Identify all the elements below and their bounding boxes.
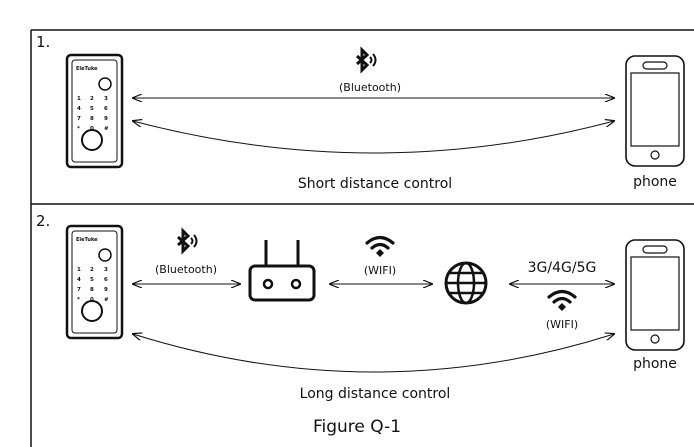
phone-icon (625, 239, 685, 351)
wifi-label: (WIFI) (546, 318, 578, 331)
router-icon (248, 240, 316, 302)
lock-device-icon: EleTuke (65, 224, 124, 340)
wifi-icon (365, 235, 395, 259)
cellular-label: 3G/4G/5G (528, 260, 597, 276)
bluetooth-label: (Bluetooth) (339, 81, 401, 94)
section-2-number: 2. (36, 212, 50, 230)
section-1-caption: Short distance control (298, 176, 452, 192)
control-curve-arrow (133, 334, 614, 373)
section-1-number: 1. (36, 33, 50, 51)
section-2-caption: Long distance control (300, 386, 451, 402)
section-1: 1. EleTuke (Bluetooth) phone Short dista… (36, 33, 685, 192)
bluetooth-icon (355, 48, 377, 72)
globe-icon (444, 261, 488, 305)
wifi-icon (547, 289, 577, 313)
lock-device-icon: EleTuke (65, 53, 124, 169)
wifi-label: (WIFI) (364, 264, 396, 277)
figure-caption: Figure Q-1 (313, 417, 401, 437)
lock-brand-label: EleTuke (76, 237, 98, 243)
control-curve-arrow (133, 121, 614, 154)
phone-icon (625, 55, 685, 167)
section-2: 2. EleTuke (Bluetooth) (WIFI) (36, 212, 685, 402)
phone-label: phone (633, 356, 677, 372)
lock-brand-label: EleTuke (76, 66, 98, 72)
phone-label: phone (633, 174, 677, 190)
bluetooth-icon (176, 229, 198, 253)
bluetooth-label: (Bluetooth) (155, 263, 217, 276)
